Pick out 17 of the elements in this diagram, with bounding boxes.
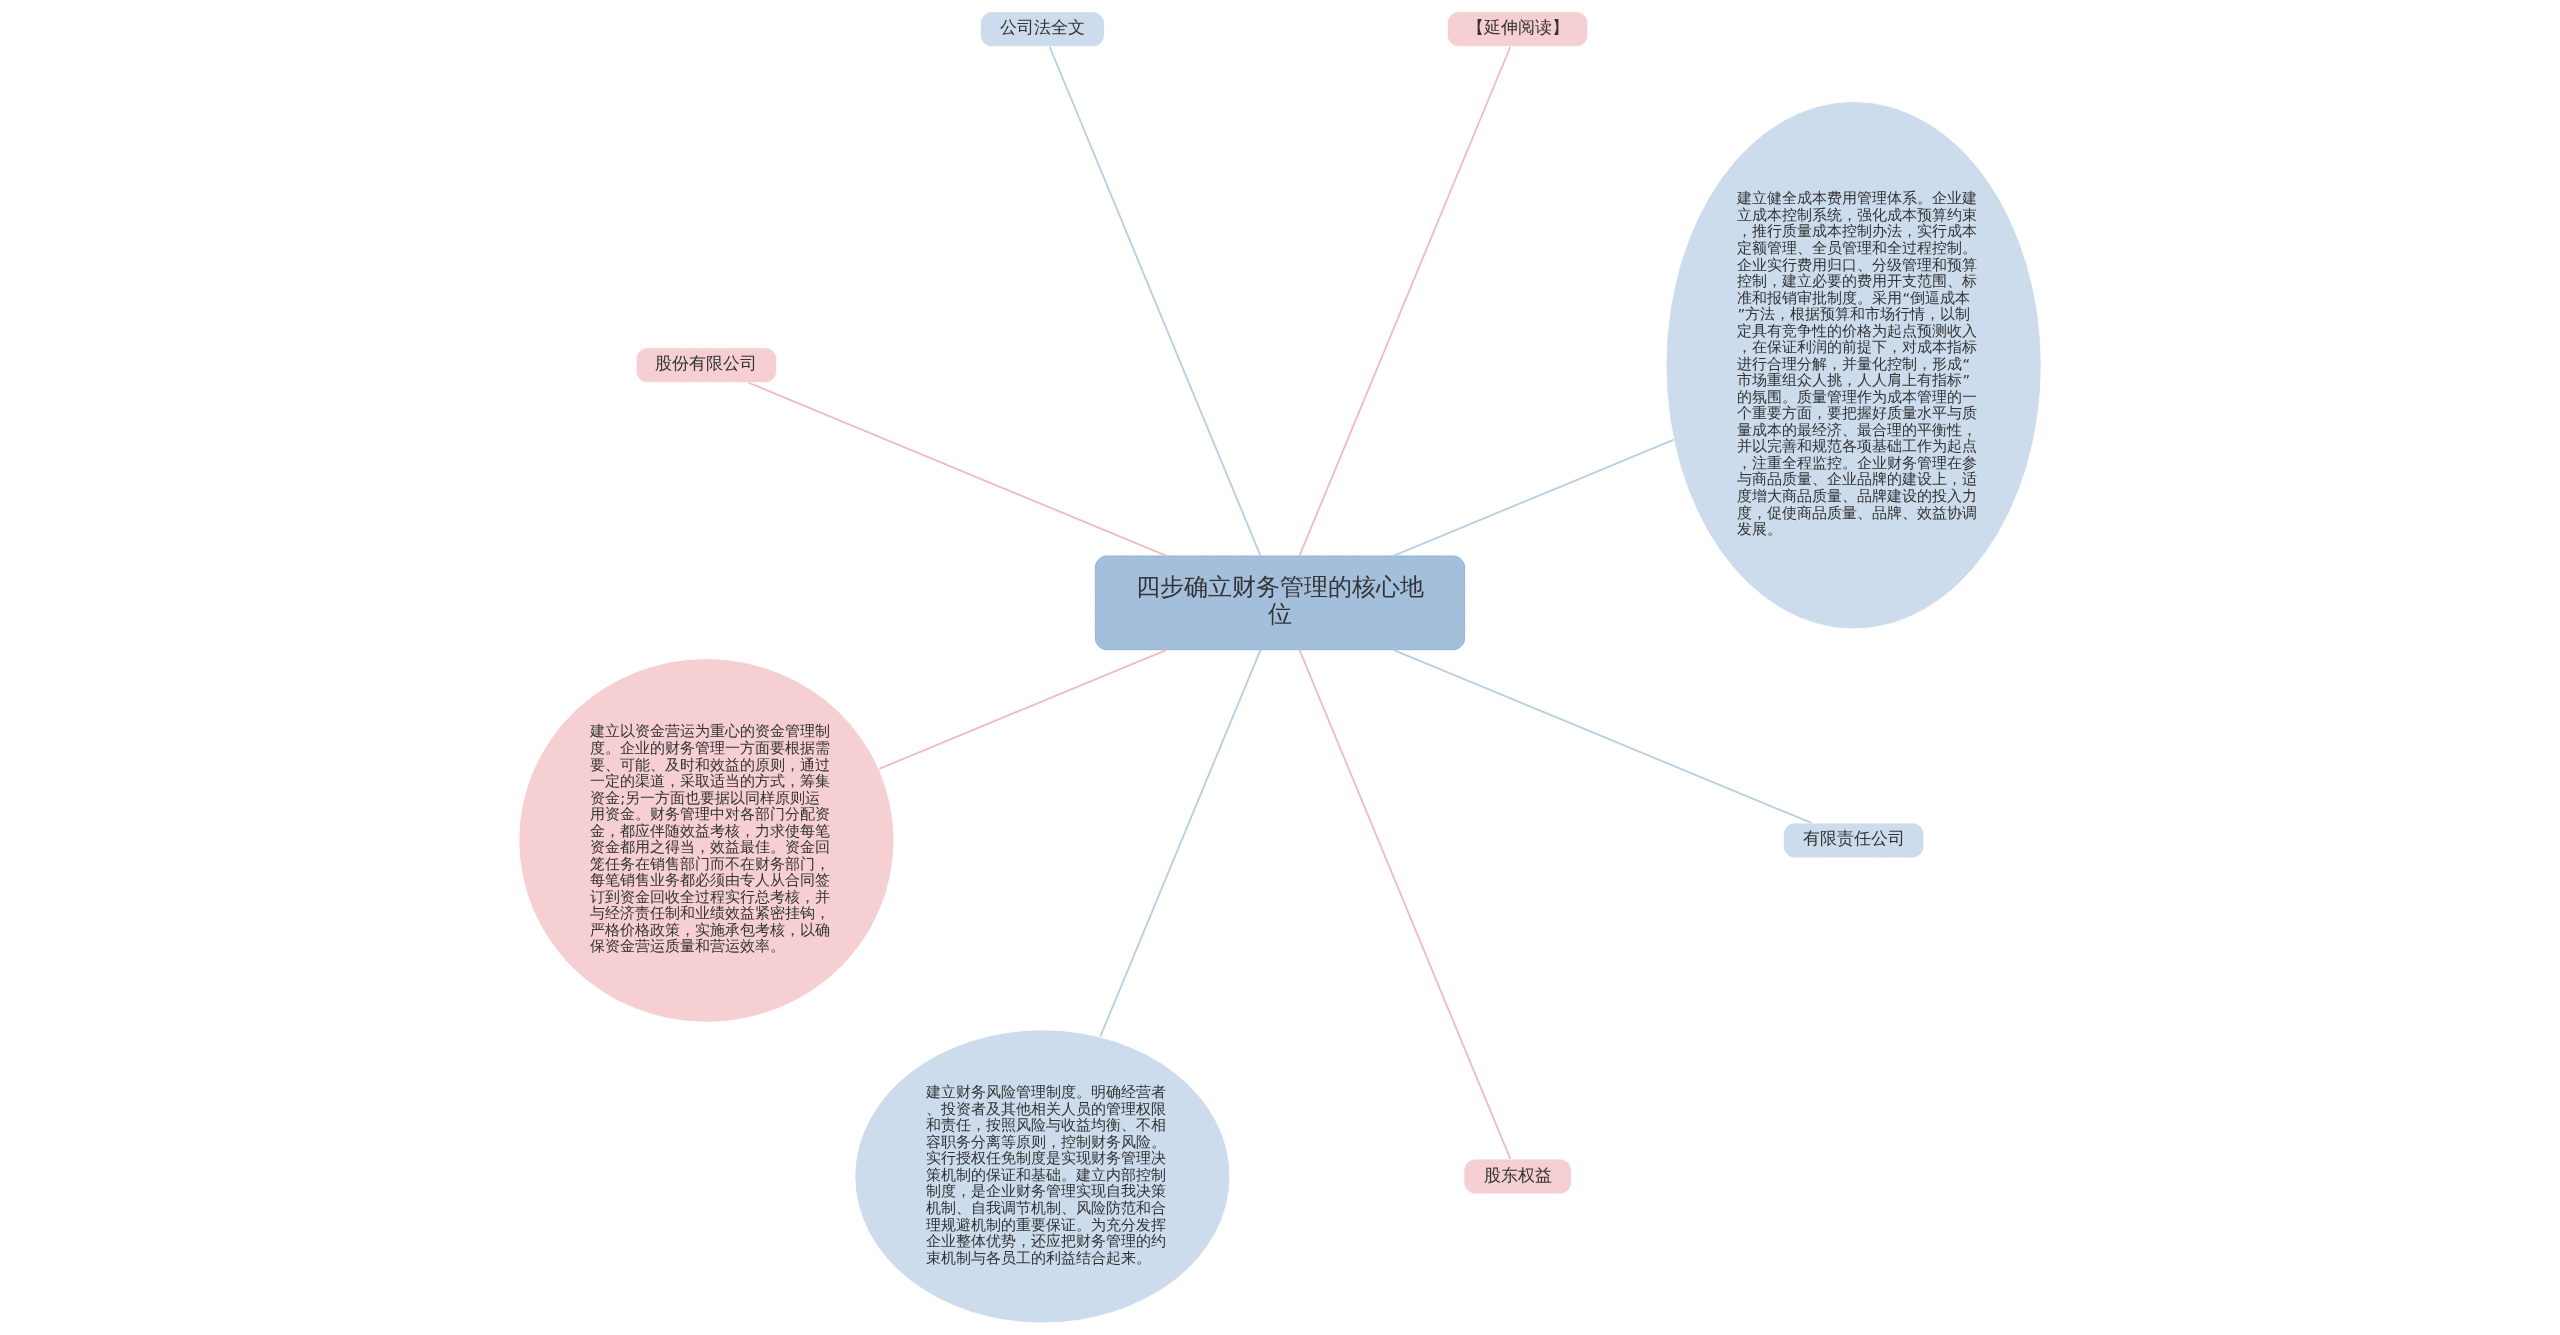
connector [1392, 438, 1675, 557]
node-box: 有限责任公司 [1782, 822, 1925, 859]
node-box: 四步确立财务管理的核心地位 [1094, 555, 1466, 651]
connector [747, 381, 1168, 557]
node-box: 股东权益 [1463, 1158, 1572, 1195]
connector [1048, 45, 1262, 557]
node-box: 股份有限公司 [635, 347, 778, 384]
node-circle: 建立以资金营运为重心的资金管理制度。企业的财务管理一方面要根据需要、可能、及时和效益的原则，通过一定的渠道，采取适当的方式，筹集资金;另一方面也要据以同样原则运用资金。财务管理中对各部门分配资金，都应伴随效益考核，力求使每笔资金都用之得当，效益最佳。资金回笼任务在销售部门而不在财务部门，每笔销售业务都必须由专人从合同签订到资金回收全过程实行总考核，并与经济责任制和业绩效益紧密挂钩，严格价格政策，实施承包考核，以确保资金营运质量和营运效率。 [518, 658, 895, 1023]
connector [1099, 648, 1262, 1038]
node-ellipse: 建立财务风险管理制度。明确经营者、投资者及其他相关人员的管理权限和责任，按照风险与收益均衡、不相容职务分离等原则，控制财务风险。实行授权任免制度是实现财务管理决策机制的保证和基础。建立内部控制制度，是企业财务管理实现自我决策机制、自我调节机制、风险防范和合理规避机制的重要保证。为充分发挥企业整体优势，还应把财务管理的约束机制与各员工的利益结合起来。 [854, 1029, 1231, 1324]
node-box: 公司法全文 [979, 11, 1105, 48]
node-box: 【延伸阅读】 [1446, 11, 1589, 48]
connector [1298, 45, 1512, 557]
connector [1392, 648, 1813, 824]
connector [878, 648, 1168, 770]
connector [1298, 648, 1512, 1160]
node-ellipse: 建立健全成本费用管理体系。企业建立成本控制系统，强化成本预算约束，推行质量成本控制办法，实行成本定额管理、全员管理和全过程控制。企业实行费用归口、分级管理和预算控制，建立必要的费用开支范围、标准和报销审批制度。采用“倒逼成本”方法，根据预算和市场行情，以制定具有竞争性的价格为起点预测收入，在保证利润的前提下，对成本指标进行合理分解，并量化控制，形成“市场重组众人挑，人人肩上有指标”的氛围。质量管理作为成本管理的一个重要方面，要把握好质量水平与质量成本的最经济、最合理的平衡性，并以完善和规范各项基础工作为起点，注重全程监控。企业财务管理在参与商品质量、企业品牌的建设上，适度增大商品质量、品牌建设的投入力度，促使商品质量、品牌、效益协调发展。 [1665, 101, 2042, 630]
